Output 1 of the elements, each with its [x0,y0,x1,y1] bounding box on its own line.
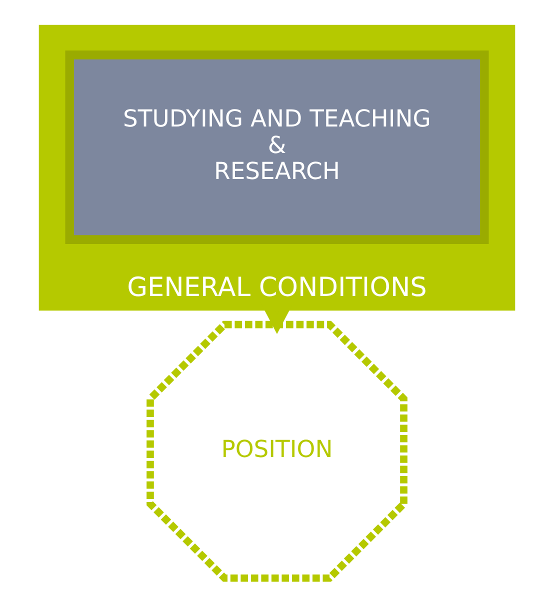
node-box: STUDYING AND TEACHING & RESEARCH [65,50,489,244]
